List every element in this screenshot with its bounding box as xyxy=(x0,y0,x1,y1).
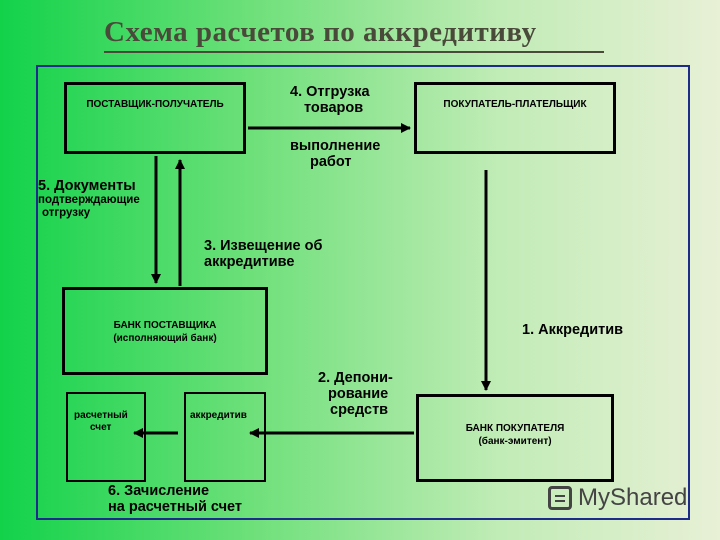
step2-label: 2. Депони- рование средств xyxy=(318,370,393,418)
letter-of-credit-label: аккредитив xyxy=(190,410,247,421)
step5-label-line1: 5. Документы xyxy=(38,178,136,194)
settlement-account-box: расчетный счет xyxy=(66,392,146,482)
supplier-bank-label: БАНК ПОСТАВЩИКА xyxy=(113,320,217,331)
slide-title: Схема расчетов по аккредитиву xyxy=(104,16,537,48)
step4-sublabel: выполнение работ xyxy=(290,138,380,170)
step2-label-line1: 2. Депони- xyxy=(318,370,393,386)
step5-label-line3: отгрузку xyxy=(42,207,91,219)
step4-label-line3: выполнение xyxy=(290,138,381,154)
myshared-logo-icon xyxy=(548,486,572,510)
settlement-account-sublabel: счет xyxy=(90,422,112,433)
step1-label-text: 1. Аккредитив xyxy=(522,322,624,338)
step1-label: 1. Аккредитив xyxy=(522,322,623,338)
step4-label-line2: товаров xyxy=(304,100,364,116)
title-underline xyxy=(104,51,604,53)
step4-label-line1: 4. Отгрузка xyxy=(290,84,370,100)
supplier-bank-sublabel: (исполняющий банк) xyxy=(113,333,217,344)
letter-of-credit-box: аккредитив xyxy=(184,392,266,482)
step6-label: 6. Зачисление на расчетный счет xyxy=(108,483,242,515)
diagram-frame xyxy=(36,65,690,520)
step6-label-line2: на расчетный счет xyxy=(108,499,243,515)
supplier-box: ПОСТАВЩИК-ПОЛУЧАТЕЛЬ xyxy=(64,82,246,154)
settlement-account-label: расчетный xyxy=(74,410,128,421)
step4-label-line4: работ xyxy=(310,154,352,170)
buyer-bank-box: БАНК ПОКУПАТЕЛЯ (банк-эмитент) xyxy=(416,394,614,482)
step5-label: 5. Документы подтверждающие отгрузку xyxy=(38,178,140,220)
buyer-bank-label: БАНК ПОКУПАТЕЛЯ xyxy=(465,423,565,434)
step4-label: 4. Отгрузка товаров xyxy=(290,84,370,116)
step2-label-line3: средств xyxy=(330,402,389,418)
myshared-logo: MyShared xyxy=(548,484,687,512)
step3-label-line1: 3. Извещение об xyxy=(204,238,323,254)
myshared-logo-text: MyShared xyxy=(578,484,688,511)
buyer-box: ПОКУПАТЕЛЬ-ПЛАТЕЛЬЩИК xyxy=(414,82,616,154)
buyer-box-label: ПОКУПАТЕЛЬ-ПЛАТЕЛЬЩИК xyxy=(443,99,587,110)
supplier-box-label: ПОСТАВЩИК-ПОЛУЧАТЕЛЬ xyxy=(86,99,224,110)
step3-label-line2: аккредитиве xyxy=(204,254,295,270)
step2-label-line2: рование xyxy=(328,386,389,402)
step5-label-line2: подтверждающие xyxy=(38,194,140,206)
step3-label: 3. Извещение об аккредитиве xyxy=(204,238,322,270)
supplier-bank-box: БАНК ПОСТАВЩИКА (исполняющий банк) xyxy=(62,287,268,375)
step6-label-line1: 6. Зачисление xyxy=(108,483,210,499)
buyer-bank-sublabel: (банк-эмитент) xyxy=(478,436,552,447)
